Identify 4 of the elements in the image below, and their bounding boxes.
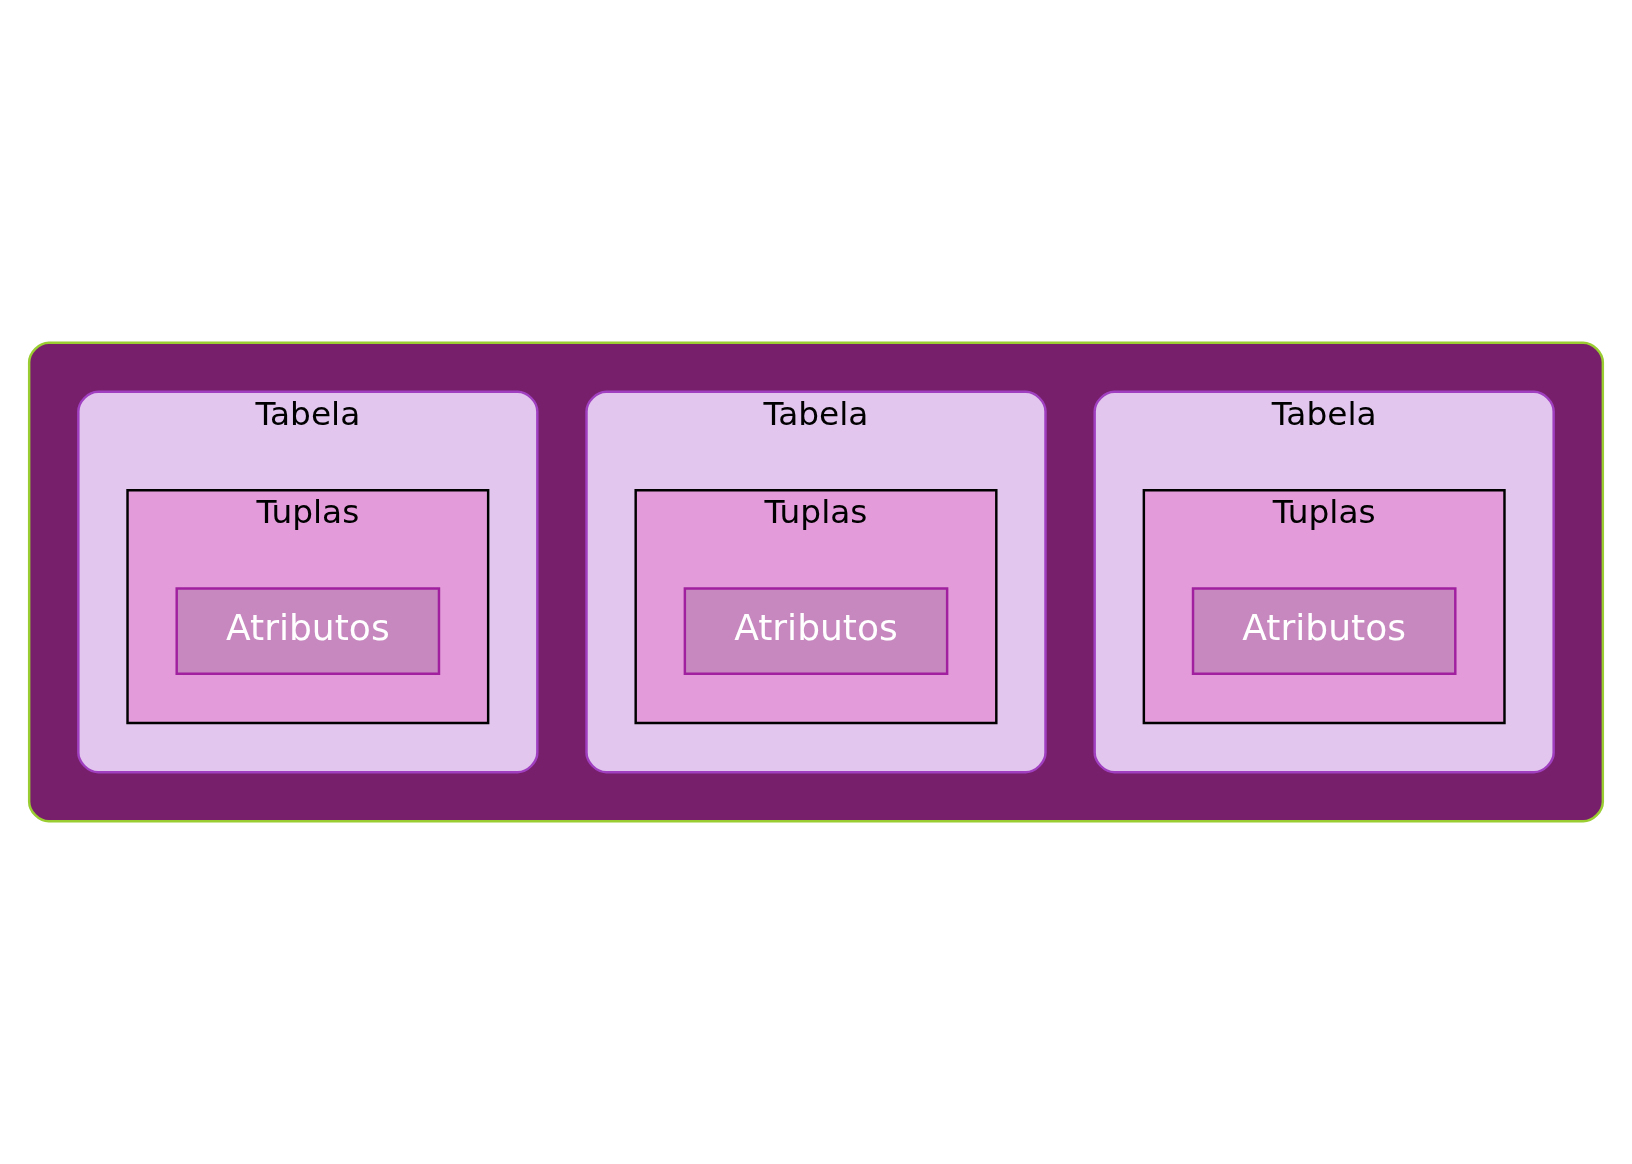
cluster bbox=[27, 341, 1605, 823]
node-box: Atributos bbox=[683, 587, 949, 676]
node-box: Atributos bbox=[175, 587, 441, 676]
node-box: Atributos bbox=[1191, 587, 1457, 676]
